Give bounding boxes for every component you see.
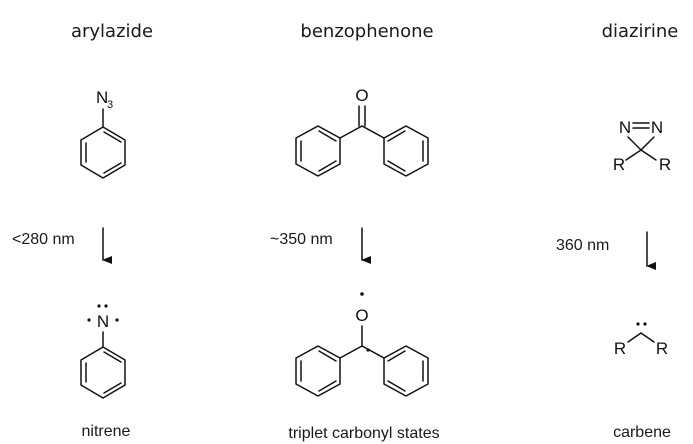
- triplet-carbonyl-structure: O: [295, 292, 429, 397]
- carbene-caption: carbene: [613, 424, 671, 441]
- lone-pair-dot: [104, 304, 108, 308]
- left-benzene-ring: [295, 125, 341, 177]
- carbene-structure: R R: [614, 322, 668, 358]
- diazirine-r1-label: R: [613, 155, 625, 174]
- nitrene-atom-label: N: [97, 312, 109, 331]
- nitrene-structure: N: [80, 304, 126, 399]
- radical-dot: [115, 318, 119, 322]
- arylazide-structure: N 3: [80, 88, 126, 179]
- diazirine-n2-label: N: [651, 118, 663, 137]
- carbene-r1-label: R: [614, 339, 626, 358]
- diazirine-title: diazirine: [602, 21, 679, 42]
- radical-dot: [87, 318, 91, 322]
- azide-label: N: [96, 88, 108, 107]
- right-benzene-ring: [383, 345, 429, 397]
- diazirine-wavelength: 360 nm: [556, 237, 609, 254]
- left-benzene-ring: [295, 345, 341, 397]
- arylazide-wavelength: <280 nm: [12, 231, 75, 248]
- diazirine-n1-label: N: [619, 118, 631, 137]
- lone-pair-dot: [97, 304, 101, 308]
- carbonyl-oxygen-label: O: [355, 86, 368, 105]
- nitrene-caption: nitrene: [82, 423, 131, 440]
- arylazide-title: arylazide: [71, 21, 153, 42]
- diazirine-structure: N N R R: [613, 118, 671, 174]
- triplet-carbonyl-caption: triplet carbonyl states: [288, 425, 439, 442]
- lone-pair-dot: [643, 322, 647, 326]
- right-benzene-ring: [383, 125, 429, 177]
- carbene-r2-label: R: [656, 339, 668, 358]
- benzophenone-wavelength: ~350 nm: [270, 231, 333, 248]
- radical-dot: [360, 292, 364, 296]
- benzene-ring: [80, 346, 126, 399]
- benzophenone-structure: O: [295, 86, 429, 177]
- azide-subscript: 3: [107, 99, 113, 111]
- lone-pair-dot: [636, 322, 640, 326]
- diazirine-r2-label: R: [659, 155, 671, 174]
- triplet-oxygen-label: O: [355, 306, 368, 325]
- benzene-ring: [80, 126, 126, 179]
- benzophenone-title: benzophenone: [300, 21, 433, 42]
